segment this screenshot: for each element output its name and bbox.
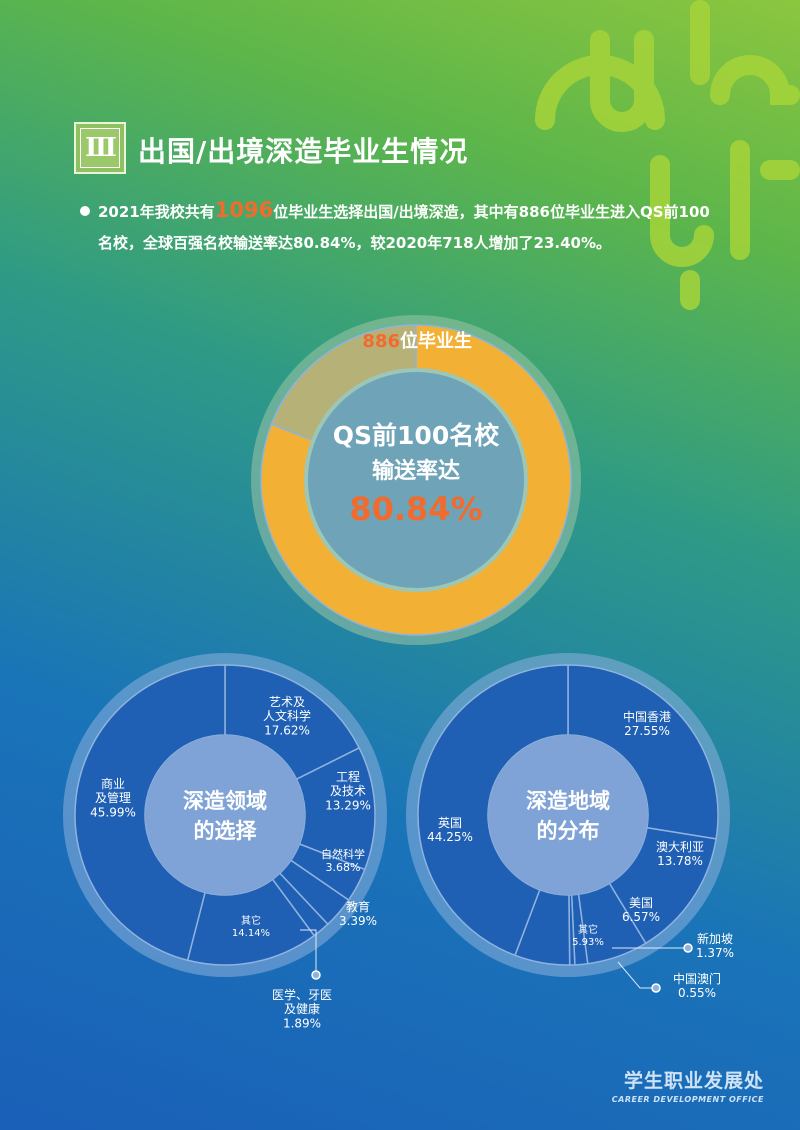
intro-line-2: 名校，全球百强名校输送率达80.84%，较2020年718人增加了23.40%。 xyxy=(98,234,612,252)
qs-center-line-2: 输送率达 xyxy=(372,458,460,484)
intro-line-1: 2021年我校共有1096位毕业生选择出国/出境深造，其中有886位毕业生进入Q… xyxy=(80,195,720,228)
region-donut-center xyxy=(488,735,648,895)
region-center-line-1: 深造地域 xyxy=(526,789,610,813)
footer: 学生职业发展处 CAREER DEVELOPMENT OFFICE xyxy=(612,1066,764,1104)
intro-text: 位毕业生选择出国/出境深造，其中有886位毕业生进入QS前100 xyxy=(273,203,710,221)
field-center-line-1: 深造领域 xyxy=(183,789,267,813)
section-title: 出国/出境深造毕业生情况 xyxy=(138,135,469,168)
region-center-line-2: 的分布 xyxy=(537,819,600,843)
field-medical-leader xyxy=(300,929,317,975)
field-medical-leader-dot xyxy=(311,970,321,980)
footer-office-name-en: CAREER DEVELOPMENT OFFICE xyxy=(611,1095,764,1104)
qs-donut-center xyxy=(304,368,528,592)
qs-top-label-number: 886 xyxy=(362,331,400,352)
field-center-line-2: 的选择 xyxy=(194,819,258,843)
bullet-icon xyxy=(80,206,90,216)
qs-center-line-1: QS前100名校 xyxy=(333,421,500,450)
footer-office-name: 学生职业发展处 xyxy=(623,1070,764,1092)
field-donut-center xyxy=(145,735,305,895)
intro-highlight-number: 1096 xyxy=(214,198,274,222)
section-number-badge: Ⅲ xyxy=(74,122,126,174)
qs-top-label-text: 位毕业生 xyxy=(400,330,472,352)
region-singapore-leader-dot xyxy=(683,943,693,953)
qs-center-value: 80.84% xyxy=(349,490,482,528)
region-macau-leader xyxy=(617,961,656,989)
intro-text: 2021年我校共有 xyxy=(98,203,215,221)
intro-paragraph: 2021年我校共有1096位毕业生选择出国/出境深造，其中有886位毕业生进入Q… xyxy=(80,195,720,259)
region-macau-leader-dot xyxy=(651,983,661,993)
section-number: Ⅲ xyxy=(80,128,120,168)
qs-donut-chart: 886 位毕业生 QS前100名校 输送率达 80.84% xyxy=(251,315,581,645)
